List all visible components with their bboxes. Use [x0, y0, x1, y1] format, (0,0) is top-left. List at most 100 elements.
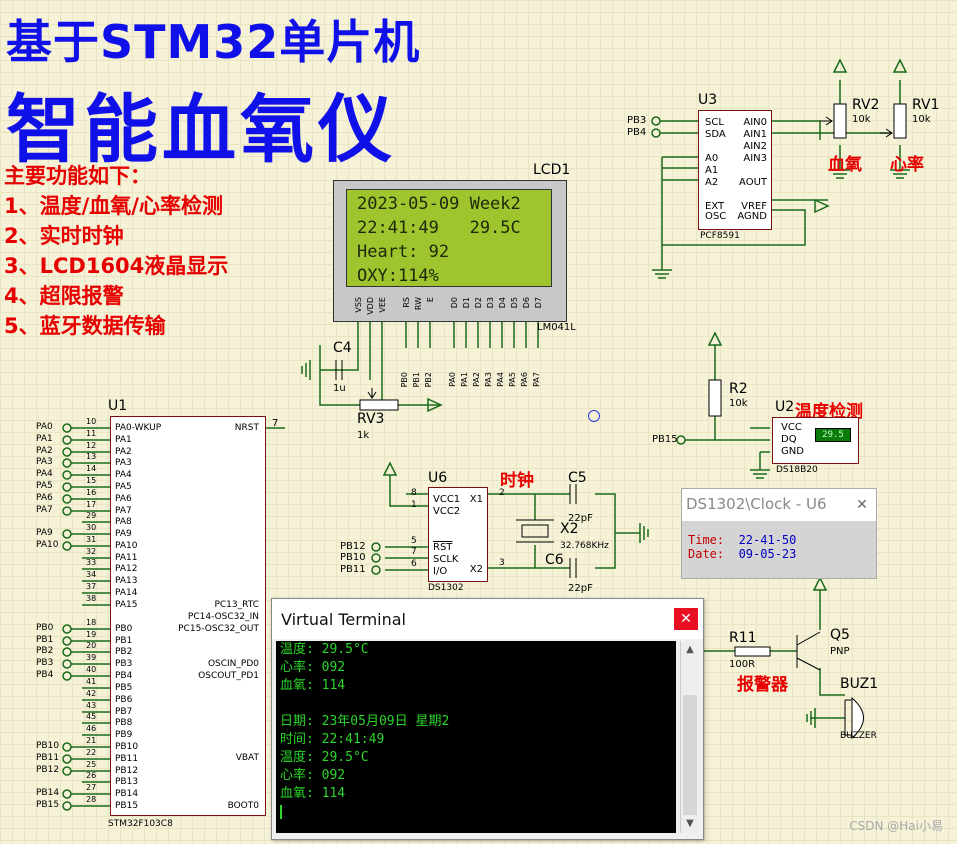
scroll-down-icon[interactable]: ▼: [686, 818, 694, 829]
u6-label: 时钟: [500, 471, 534, 491]
u6-pin: VCC1: [433, 494, 461, 505]
lcd-display[interactable]: 2023-05-09 Week2 22:41:49 29.5C Heart: 9…: [333, 180, 567, 322]
lcd-pin: VDD: [366, 297, 375, 315]
ds1302-window-title: DS1302\Clock - U6: [686, 495, 827, 513]
r11-label: 报警器: [737, 675, 788, 695]
virtual-terminal-window[interactable]: Virtual Terminal ✕ 温度: 29.5°C 心率: 092 血氧…: [271, 598, 704, 840]
net-label: PA2: [36, 446, 53, 456]
u1-pin-label: PA7: [115, 506, 132, 516]
r11-ref: R11: [729, 630, 757, 646]
net-label: PA3: [484, 372, 493, 387]
net-label: PA0: [448, 372, 457, 387]
terminal-cursor: [280, 805, 282, 819]
u3-pin: A2: [705, 177, 719, 188]
rv3-ref: RV3: [357, 411, 385, 427]
u1-pin-label: PC15-OSC32_OUT: [178, 624, 259, 634]
net-label: PB12: [340, 541, 366, 552]
u1-pin-number: 15: [86, 476, 97, 485]
u1-pin-label: PB4: [115, 671, 133, 681]
u6-pin-num: 6: [411, 559, 417, 569]
u6-ref: U6: [428, 470, 448, 486]
ds1302-window-titlebar[interactable]: DS1302\Clock - U6 ✕: [682, 489, 876, 521]
u1-pin-number: 34: [86, 570, 97, 579]
u1-pin-number: 13: [86, 452, 97, 461]
u1-pin-number: 22: [86, 748, 97, 757]
scroll-up-icon[interactable]: ▲: [686, 644, 694, 655]
rv2-ref: RV2: [852, 97, 880, 113]
u1-pin-label: PB6: [115, 695, 133, 705]
crystal-value: 32.768KHz: [560, 541, 609, 551]
u6-pin-num: 5: [411, 536, 417, 546]
feature-item: 2、实时时钟: [4, 224, 124, 248]
net-label: PB10: [340, 552, 366, 563]
u1-pin-label: NRST: [234, 423, 259, 433]
u1-pin-label: PA5: [115, 482, 132, 492]
lcd-pin: D7: [534, 297, 543, 309]
u3-pin: AIN3: [743, 153, 767, 164]
u1-pin-number: 25: [86, 760, 97, 769]
virtual-terminal-titlebar[interactable]: Virtual Terminal ✕: [272, 599, 703, 639]
rv1-value: 10k: [912, 114, 931, 125]
terminal-output[interactable]: 温度: 29.5°C 心率: 092 血氧: 114 日期: 23年05月09日…: [276, 641, 676, 833]
u6-chip[interactable]: VCC1 VCC2 RST SCLK I/O X1 X2: [428, 487, 488, 582]
lcd-pin: E: [426, 297, 435, 303]
u1-pin-number: 18: [86, 618, 97, 627]
net-label: PA9: [36, 528, 53, 538]
terminal-line: 心率: 092: [280, 768, 346, 783]
u6-pin-num: 8: [411, 488, 417, 498]
u1-pin-label: PA4: [115, 470, 132, 480]
net-label: PB14: [36, 788, 60, 798]
net-label: PB12: [36, 765, 60, 775]
lcd-part: LM041L: [537, 322, 576, 333]
terminal-scrollbar[interactable]: ▲ ▼: [680, 641, 699, 833]
u2-chip[interactable]: VCC DQ GND 29.5: [772, 417, 859, 464]
c5-ref: C5: [568, 470, 587, 486]
terminal-line: 温度: 29.5°C: [280, 642, 369, 657]
u1-pin-number: 28: [86, 795, 97, 804]
u1-pin-number: 20: [86, 641, 97, 650]
net-label: PA6: [36, 493, 53, 503]
u1-pin-label: PB15: [115, 801, 139, 811]
net-label: PB1: [36, 635, 54, 645]
terminal-line: [280, 695, 676, 713]
virtual-terminal-title: Virtual Terminal: [281, 610, 406, 629]
net-label: PB0: [400, 372, 409, 388]
u1-pin-number: 30: [86, 523, 97, 532]
lcd-pin: VSS: [354, 297, 363, 313]
net-label: PB15: [652, 434, 678, 445]
lcd-row: 22:41:49 29.5C: [357, 218, 521, 238]
rv3-value: 1k: [357, 430, 370, 441]
u1-pin-number: 37: [86, 582, 97, 591]
net-label: PA1: [460, 372, 469, 387]
u1-pin-number: 29: [86, 511, 97, 520]
u1-pin-number: 32: [86, 547, 97, 556]
u1-pin-number: 39: [86, 653, 97, 662]
u1-pin-label: PB11: [115, 754, 139, 764]
u6-pin: X2: [469, 564, 483, 575]
title-line2: 智能血氧仪: [6, 87, 396, 173]
u1-part: STM32F103C8: [108, 819, 173, 829]
u3-chip[interactable]: SCL SDA A0 A1 A2 EXT OSC AIN0 AIN1 AIN2 …: [698, 110, 772, 230]
scrollbar-thumb[interactable]: [683, 695, 697, 815]
crystal-ref: X2: [560, 521, 579, 537]
close-icon[interactable]: ✕: [848, 489, 876, 521]
u1-pin-label: PA14: [115, 588, 138, 598]
u1-pin-label: PA6: [115, 494, 132, 504]
lcd-pin: D1: [462, 297, 471, 309]
feature-item: 1、温度/血氧/心率检测: [4, 194, 223, 218]
cursor-crosshair-icon: [588, 410, 600, 422]
u1-pin-number: 40: [86, 665, 97, 674]
rv2-label: 血氧: [828, 155, 862, 175]
u2-part: DS18B20: [776, 465, 818, 475]
rv1-ref: RV1: [912, 97, 940, 113]
u1-pin-label: PB1: [115, 636, 133, 646]
lcd-pin: D3: [486, 297, 495, 309]
date-value: 09-05-23: [738, 547, 797, 561]
ds1302-clock-window[interactable]: DS1302\Clock - U6 ✕ Time: 22-41-50 Date:…: [681, 488, 877, 579]
features-heading: 主要功能如下：: [4, 164, 151, 188]
net-label: PB15: [36, 800, 60, 810]
close-icon[interactable]: ✕: [674, 608, 698, 630]
u3-ref: U3: [698, 92, 718, 108]
